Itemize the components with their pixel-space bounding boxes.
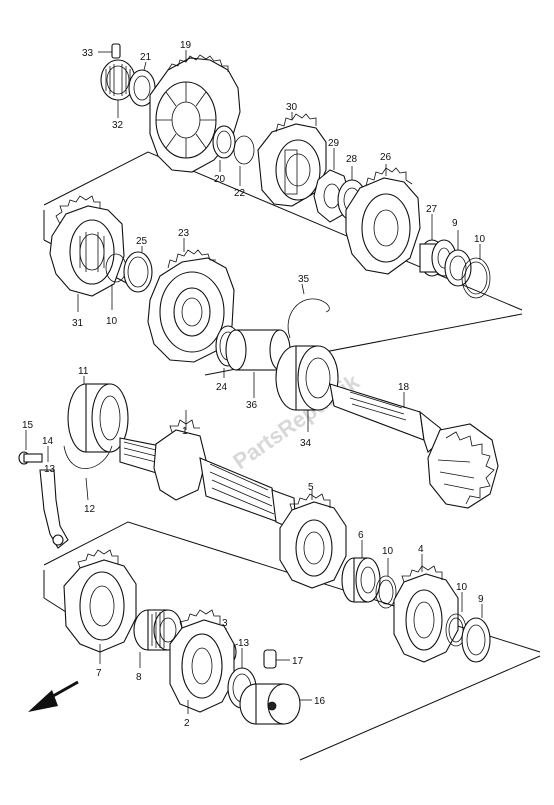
part-17-pin (263, 649, 290, 669)
part-33-pin (98, 43, 121, 59)
callout-34: 34 (300, 438, 312, 449)
part-4-gear (393, 554, 459, 663)
callout-13: 13 (238, 638, 250, 649)
part-25-washer (123, 246, 153, 293)
part-10-circlip-top (461, 244, 491, 299)
callout-3: 3 (222, 618, 228, 629)
callout-5: 5 (308, 482, 314, 493)
part-6-bushing (341, 540, 381, 603)
callout-28: 28 (346, 154, 358, 165)
callout-15: 15 (22, 420, 34, 431)
part-14-plate (39, 446, 69, 549)
front-direction-arrow-icon (28, 680, 79, 712)
part-1-mainshaft (119, 410, 297, 531)
callout-36: 36 (246, 400, 258, 411)
callout-10c: 10 (382, 546, 394, 557)
part-5-gear (279, 490, 347, 589)
callout-4: 4 (418, 544, 424, 555)
callout-31: 31 (72, 318, 84, 329)
callout-21: 21 (140, 52, 152, 63)
callout-10d: 10 (456, 582, 468, 593)
part-2-gear (169, 609, 235, 714)
callout-19: 19 (180, 40, 192, 51)
part-15-screw (18, 430, 43, 465)
callout-2: 2 (184, 718, 190, 729)
callout-12: 12 (84, 504, 96, 515)
part-8-needle-bearing (133, 609, 183, 668)
part-9-washer-lower (461, 604, 491, 663)
callout-35: 35 (298, 274, 310, 285)
callout-32: 32 (112, 120, 124, 131)
callout-27: 27 (426, 204, 438, 215)
part-26-gear (345, 164, 421, 275)
part-16-cap (239, 683, 312, 725)
part-12-circlip (63, 445, 113, 501)
callout-17: 17 (292, 656, 304, 667)
callout-25: 25 (136, 236, 148, 247)
callout-22: 22 (234, 188, 246, 199)
part-23-gear (147, 238, 235, 363)
part-30-gear (257, 112, 327, 207)
part-32-needle-bearing (100, 59, 136, 118)
callout-16: 16 (314, 696, 326, 707)
part-34-bearing (275, 345, 339, 432)
part-11-bearing (67, 376, 129, 453)
part-35-oring (287, 283, 330, 339)
part-22-circlip (233, 135, 255, 186)
callout-9b: 9 (478, 594, 484, 605)
callout-10b: 10 (106, 316, 118, 327)
part-7-gear (63, 549, 137, 664)
part-9-washer-top (444, 230, 472, 287)
callout-20: 20 (214, 174, 226, 185)
callout-14: 14 (42, 436, 54, 447)
callout-8: 8 (136, 672, 142, 683)
callout-26: 26 (380, 152, 392, 163)
callout-1: 1 (182, 426, 188, 437)
part-20-washer (212, 125, 236, 172)
callout-23: 23 (178, 228, 190, 239)
callout-11: 11 (78, 366, 89, 377)
callout-10: 10 (474, 234, 486, 245)
callout-33: 33 (82, 48, 94, 59)
callout-29: 29 (328, 138, 340, 149)
part-18-countershaft (329, 383, 499, 509)
part-10-circlip-lower-a (375, 558, 397, 609)
callout-24: 24 (216, 382, 228, 393)
callout-9: 9 (452, 218, 458, 229)
callout-30: 30 (286, 102, 298, 113)
part-31-gear (49, 195, 125, 312)
callout-13-top: 13 (44, 464, 56, 475)
callout-6: 6 (358, 530, 364, 541)
callout-labels: 33 21 19 32 30 29 28 26 20 22 27 9 10 25… (22, 40, 486, 729)
callout-18: 18 (398, 382, 410, 393)
callout-7: 7 (96, 668, 102, 679)
